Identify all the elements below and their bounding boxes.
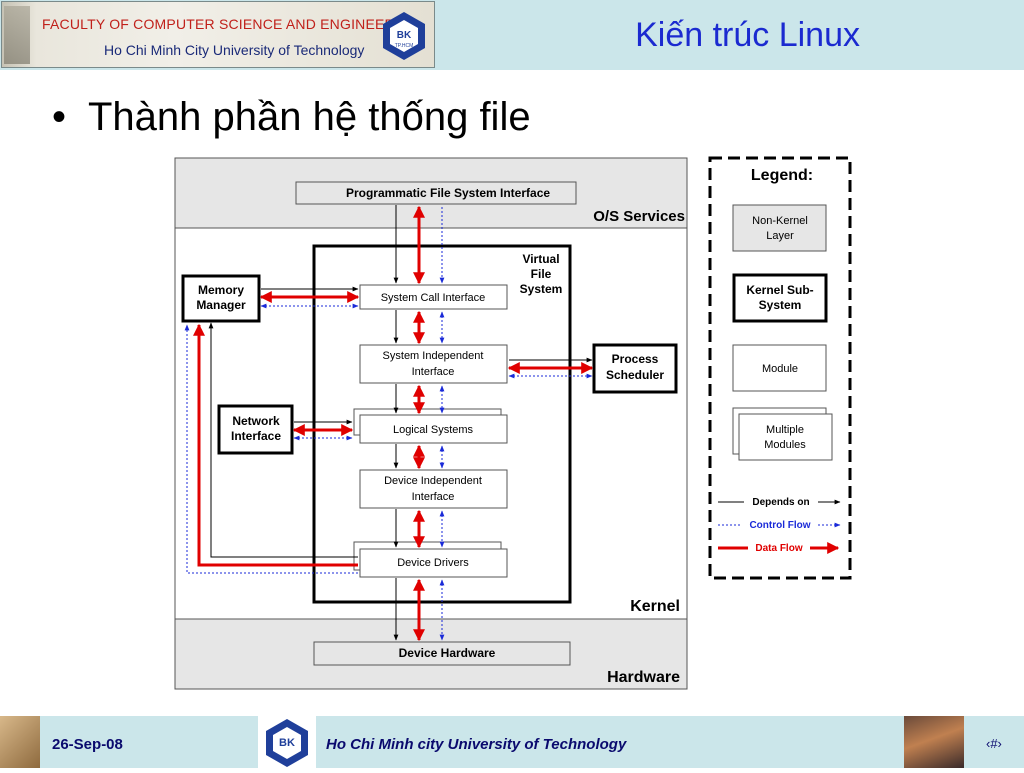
network-label-1: Network — [232, 414, 280, 428]
svg-text:BK: BK — [279, 737, 295, 749]
legend-nonkernel-1: Non-Kernel — [752, 215, 808, 227]
legend-kernelsub-1: Kernel Sub- — [746, 283, 813, 297]
footer-left-image — [0, 716, 40, 768]
network-label-2: Interface — [231, 429, 281, 443]
footer-date: 26-Sep-08 — [52, 736, 123, 753]
kernel-label: Kernel — [630, 598, 680, 615]
memory-manager-box — [181, 274, 261, 323]
bullet-marker: • — [52, 95, 67, 139]
legend-multiple-2: Modules — [764, 439, 806, 451]
memory-manager-flows — [184, 286, 360, 574]
slide-title: Kiến trúc Linux — [635, 16, 860, 54]
vertical-flows — [393, 205, 445, 642]
legend-module-box — [732, 344, 827, 392]
devind-label-1: Device Independent — [384, 475, 482, 487]
legend-data-label: Data Flow — [755, 543, 802, 554]
network-interface-flows — [292, 419, 354, 441]
footer-organization: Ho Chi Minh city University of Technolog… — [326, 736, 627, 753]
process-label-1: Process — [612, 352, 659, 366]
svg-text:BK: BK — [397, 30, 412, 41]
footer-right-image — [904, 716, 964, 768]
footer-logo: BK — [258, 716, 316, 768]
device-hardware-box — [313, 641, 571, 666]
footer-page-number: ‹#› — [986, 736, 1002, 751]
network-interface-box — [217, 404, 294, 455]
legend-multiple-box — [738, 413, 833, 461]
logical-label: Logical Systems — [393, 424, 474, 436]
process-scheduler-flows — [507, 357, 594, 379]
logical-module — [359, 414, 508, 444]
programmatic-interface-label: Programmatic File System Interface — [346, 186, 550, 200]
process-label-2: Scheduler — [606, 368, 664, 382]
sysind-label-1: System Independent — [383, 350, 484, 362]
vfs-label-1: Virtual — [522, 252, 559, 266]
memory-label-1: Memory — [198, 283, 244, 297]
bk-logo-icon: BK — [266, 719, 308, 767]
svg-text:TP.HCM: TP.HCM — [395, 43, 414, 49]
syscall-module — [359, 284, 508, 310]
hardware-label: Hardware — [607, 669, 680, 686]
banner-university-text: Ho Chi Minh City University of Technolog… — [104, 42, 365, 58]
devind-label-2: Interface — [412, 491, 455, 503]
legend-nonkernel-2: Layer — [766, 230, 794, 242]
sysind-module — [359, 344, 508, 384]
drivers-label: Device Drivers — [397, 557, 469, 569]
footer-bar — [0, 716, 1024, 768]
bullet-item: • Thành phần hệ thống file — [52, 95, 531, 140]
faculty-banner: FACULTY OF COMPUTER SCIENCE AND ENGINEER… — [1, 1, 435, 68]
device-hardware-label: Device Hardware — [399, 646, 496, 660]
bullet-text: Thành phần hệ thống file — [88, 95, 531, 139]
banner-faculty-text: FACULTY OF COMPUTER SCIENCE AND ENGINEER… — [42, 16, 421, 32]
memory-label-2: Manager — [196, 298, 246, 312]
legend-kernelsub-2: System — [759, 298, 802, 312]
legend-depends-label: Depends on — [752, 497, 809, 508]
syscall-label: System Call Interface — [381, 292, 486, 304]
os-services-label: O/S Services — [593, 208, 685, 225]
process-scheduler-box — [592, 343, 678, 394]
legend-multiple-1: Multiple — [766, 424, 804, 436]
legend: Legend: Non-Kernel Layer Kernel Sub- Sys… — [708, 156, 852, 580]
devind-module — [359, 469, 508, 509]
legend-title: Legend: — [751, 167, 813, 184]
programmatic-interface-box — [295, 181, 577, 205]
legend-nonkernel-box — [732, 204, 827, 252]
vfs-label-2: File — [531, 267, 552, 281]
sysind-label-2: Interface — [412, 366, 455, 378]
legend-kernelsub-box — [732, 273, 828, 323]
legend-control-label: Control Flow — [749, 520, 810, 531]
bk-logo-icon: BK TP.HCM — [383, 12, 425, 60]
drivers-module — [359, 548, 508, 578]
building-image — [4, 6, 30, 64]
legend-module-label: Module — [762, 363, 798, 375]
vfs-label-3: System — [520, 282, 563, 296]
